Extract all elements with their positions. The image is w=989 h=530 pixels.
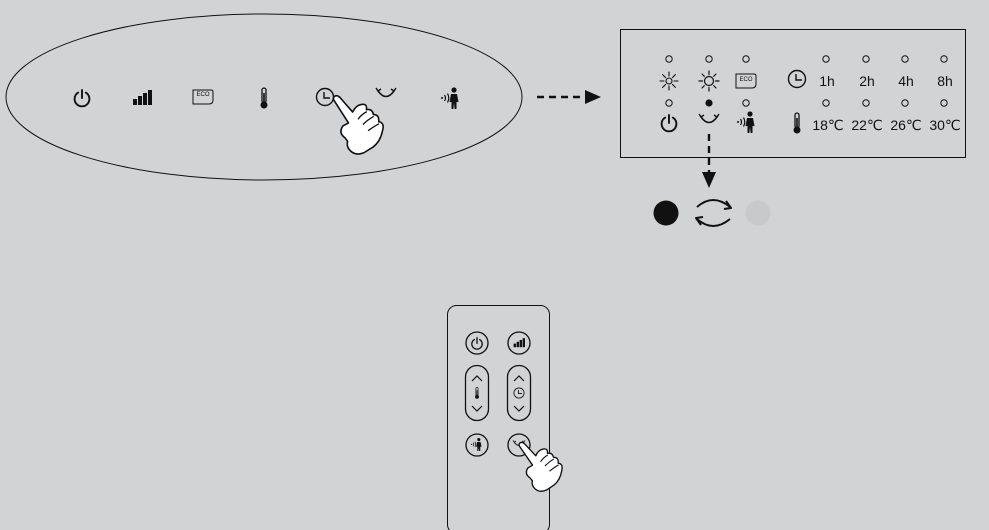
clock-icon [787, 69, 807, 89]
sun-large-icon [698, 70, 720, 92]
oscillation-icon [698, 113, 720, 124]
eco-label: ECO [739, 77, 753, 83]
display-indicators-row2 [665, 99, 948, 107]
remote-body [447, 305, 550, 530]
timer-label-8h: 8h [937, 73, 953, 89]
remote-oscillation-button[interactable] [507, 433, 531, 457]
filled-dot-icon [653, 200, 679, 226]
temp-label-22: 22℃ [851, 117, 883, 133]
rotate-arrows-icon [695, 199, 732, 227]
person-sensor-icon[interactable] [440, 86, 460, 110]
thermometer-icon [792, 112, 802, 135]
timer-label-1h: 1h [819, 73, 835, 89]
temp-label-30: 30℃ [929, 117, 961, 133]
clock-icon[interactable] [315, 87, 335, 107]
timer-label-4h: 4h [898, 73, 914, 89]
person-sensor-icon [736, 110, 756, 134]
oscillation-icon[interactable] [375, 87, 397, 98]
remote-speed-button[interactable] [507, 331, 531, 355]
sun-small-icon [659, 71, 679, 91]
power-icon[interactable] [73, 89, 91, 108]
timer-label-2h: 2h [859, 73, 875, 89]
remote-timer-rocker[interactable] [506, 364, 532, 422]
arrow-down-head-icon [702, 172, 716, 188]
arrow-head-icon [585, 90, 601, 104]
temp-label-26: 26℃ [890, 117, 922, 133]
remote-presence-button[interactable] [465, 433, 489, 457]
remote-power-button[interactable] [465, 331, 489, 355]
hand-pointer-icon [517, 434, 567, 495]
thermometer-icon[interactable] [259, 87, 269, 110]
empty-dot-icon [745, 200, 771, 226]
hand-pointer-icon [332, 87, 388, 158]
speed-bars-icon[interactable] [133, 90, 152, 105]
temp-label-18: 18℃ [812, 117, 844, 133]
control-panel-outline [5, 13, 523, 181]
display-panel-frame [620, 29, 966, 158]
remote-temperature-rocker[interactable] [464, 364, 490, 422]
display-indicators-row1 [665, 55, 948, 63]
eco-label: ECO [196, 92, 210, 98]
power-icon [660, 114, 678, 133]
